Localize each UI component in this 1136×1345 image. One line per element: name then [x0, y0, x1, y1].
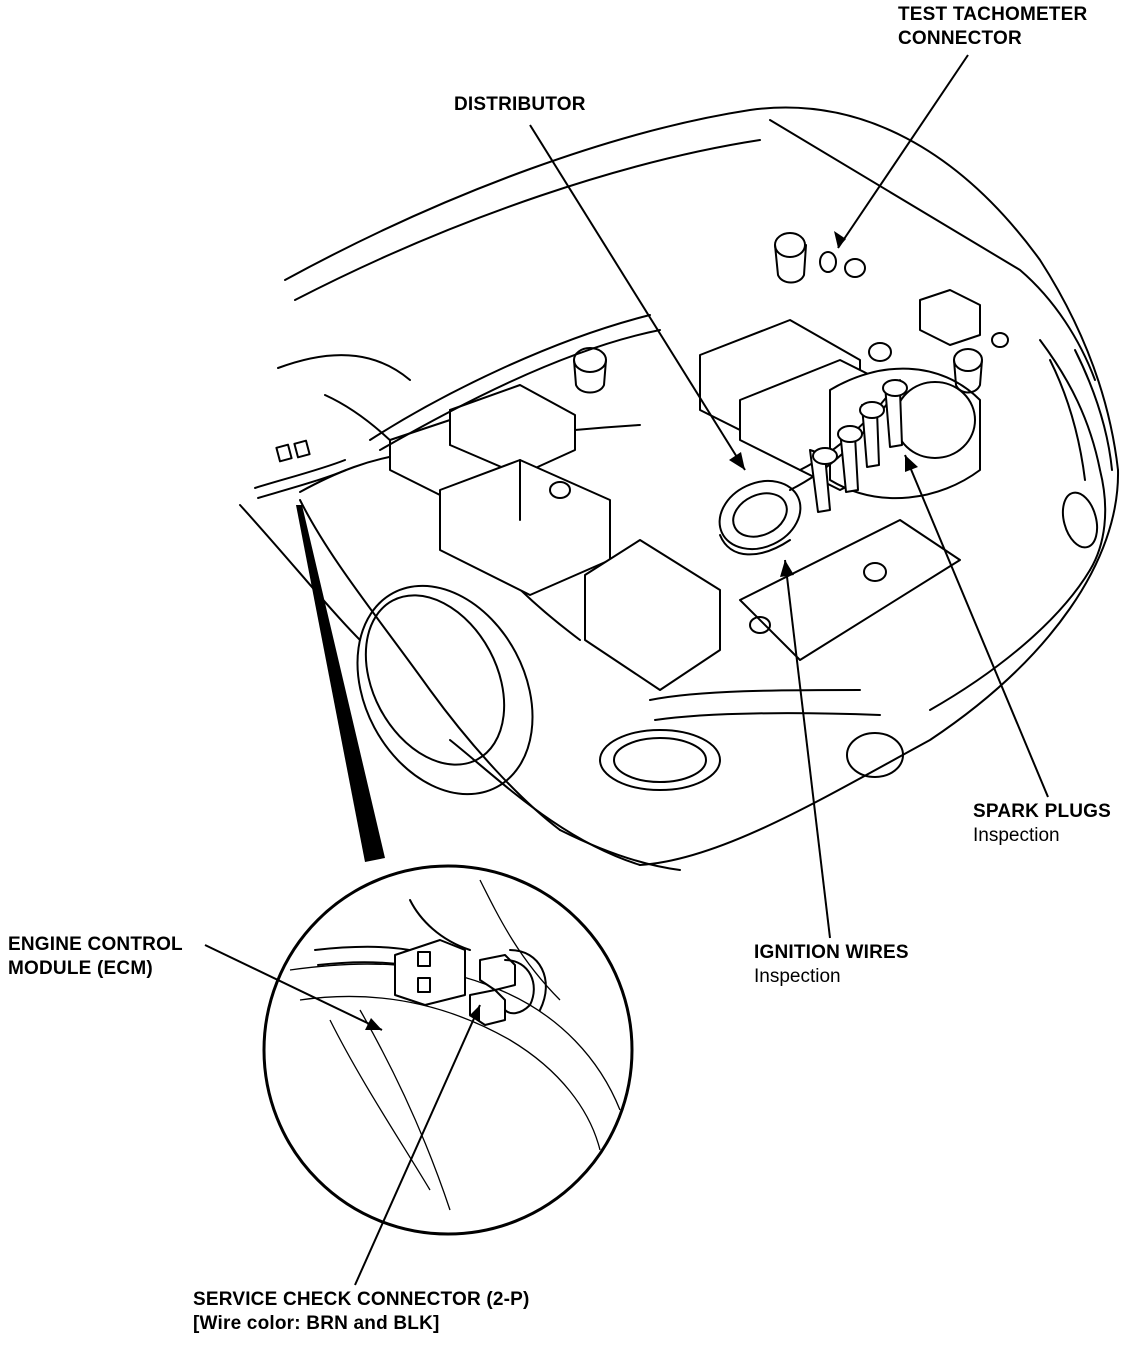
label-test-tachometer-line1: TEST TACHOMETER — [898, 4, 1088, 25]
label-distributor: DISTRIBUTOR — [454, 93, 586, 117]
label-ignition-wires: IGNITION WIRES Inspection — [754, 941, 909, 989]
leader-spark-plugs — [904, 454, 1049, 798]
label-ecm: ENGINE CONTROL MODULE (ECM) — [8, 933, 183, 981]
leader-ecm — [204, 944, 383, 1031]
label-ignition-wires-subtitle: Inspection — [754, 966, 841, 987]
leader-test-tachometer — [837, 54, 969, 249]
label-spark-plugs-subtitle: Inspection — [973, 825, 1060, 846]
magnifier-connector — [296, 505, 385, 862]
label-test-tachometer-line2: CONNECTOR — [898, 28, 1022, 49]
leader-ignition-wires — [784, 559, 831, 939]
headlights — [356, 491, 1099, 796]
car-body — [239, 106, 1120, 871]
leader-distributor — [529, 124, 746, 471]
label-spark-plugs-title: SPARK PLUGS — [973, 801, 1112, 822]
label-ecm-line1: ENGINE CONTROL — [8, 934, 183, 955]
leader-lines — [204, 54, 1049, 1286]
label-spark-plugs: SPARK PLUGS Inspection — [973, 800, 1111, 848]
label-service-check: SERVICE CHECK CONNECTOR (2-P) [Wire colo… — [193, 1288, 530, 1336]
label-service-check-line1: SERVICE CHECK CONNECTOR (2-P) — [193, 1289, 530, 1310]
leader-service-check — [354, 1004, 481, 1286]
label-ignition-wires-title: IGNITION WIRES — [754, 942, 909, 963]
engine-components — [254, 232, 1009, 721]
label-service-check-line2: [Wire color: BRN and BLK] — [193, 1313, 440, 1334]
label-ecm-line2: MODULE (ECM) — [8, 958, 153, 979]
inset-detail — [262, 864, 634, 1236]
label-distributor-title: DISTRIBUTOR — [454, 94, 586, 115]
label-test-tachometer: TEST TACHOMETER CONNECTOR — [898, 3, 1087, 51]
